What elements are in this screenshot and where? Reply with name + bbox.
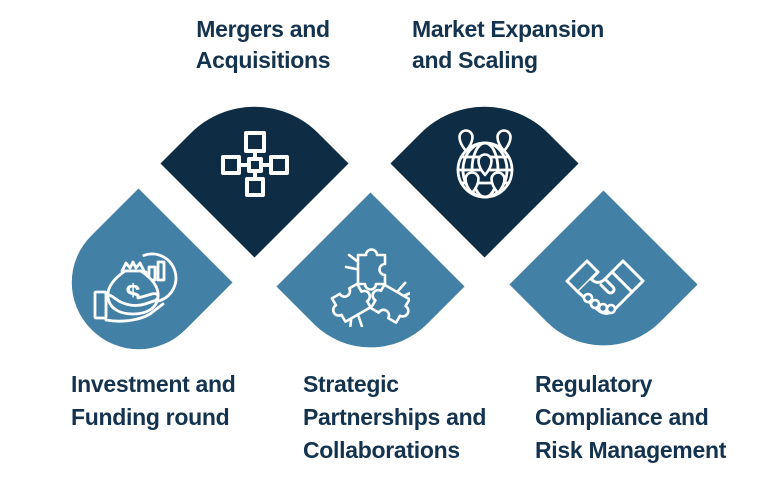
- label-strategic-partnerships: Strategic Partnerships and Collaboration…: [303, 368, 486, 467]
- label-line: Funding round: [71, 404, 230, 430]
- label-regulatory-compliance: Regulatory Compliance and Risk Managemen…: [535, 368, 726, 467]
- label-line: Collaborations: [303, 437, 460, 463]
- label-market-expansion: Market Expansion and Scaling: [412, 14, 604, 76]
- handshake-icon: [563, 253, 647, 324]
- puzzle-hands-icon: [325, 247, 422, 337]
- label-line: Risk Management: [535, 437, 727, 463]
- label-line: Market Expansion: [412, 16, 605, 42]
- label-line: Acquisitions: [195, 47, 331, 73]
- label-line: Investment and: [71, 371, 236, 397]
- network-icon: [217, 127, 293, 208]
- label-line: Strategic: [303, 371, 399, 397]
- label-investment-funding: Investment and Funding round: [71, 368, 236, 434]
- label-line: Partnerships and: [303, 404, 487, 430]
- label-mergers-acquisitions: Mergers and Acquisitions: [177, 14, 349, 76]
- globe-pins-icon: [445, 128, 525, 209]
- money-hand-icon: $: [92, 244, 184, 329]
- label-line: Compliance and: [535, 404, 709, 430]
- label-line: and Scaling: [412, 47, 538, 73]
- label-line: Regulatory: [535, 371, 653, 397]
- label-line: Mergers and: [196, 16, 330, 42]
